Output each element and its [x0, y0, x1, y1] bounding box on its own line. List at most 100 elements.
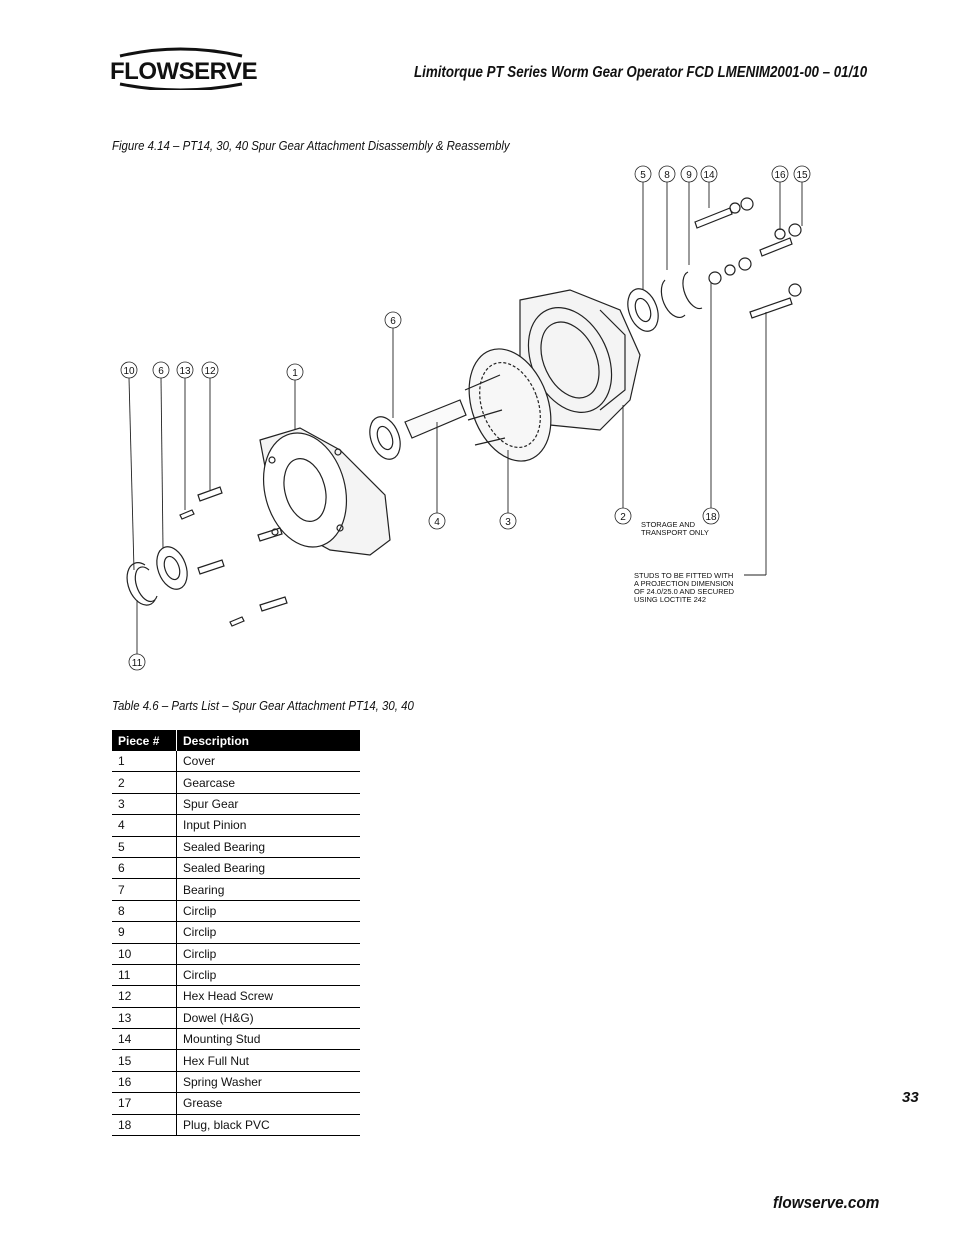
description-cell: Circlip — [176, 900, 360, 923]
footer-url: flowserve.com — [773, 1193, 880, 1212]
studs-note-line2: A PROJECTION DIMENSION — [634, 579, 734, 588]
left-bearing-part — [156, 546, 188, 590]
logo-swoosh-icon — [119, 47, 243, 90]
studs-nuts-part — [694, 197, 802, 319]
header-piece: Piece # — [112, 730, 177, 751]
figure-caption: Figure 4.14 – PT14, 30, 40 Spur Gear Att… — [112, 138, 510, 153]
studs-note-line3: OF 24.0/25.0 AND SECURED — [634, 587, 735, 596]
diagram-notes: STORAGE AND TRANSPORT ONLY STUDS TO BE F… — [634, 520, 735, 604]
callout-6-left: 6 — [158, 366, 164, 377]
piece-number-cell: 11 — [112, 964, 177, 987]
storage-note-line2: TRANSPORT ONLY — [641, 528, 709, 537]
piece-number-cell: 17 — [112, 1092, 177, 1115]
description-cell: Sealed Bearing — [176, 857, 360, 880]
callout-9: 9 — [686, 170, 692, 181]
description-cell: Spring Washer — [176, 1071, 360, 1094]
callout-18: 18 — [705, 512, 717, 523]
sealed-bearing-part — [369, 416, 401, 460]
callout-labels: 5 8 9 14 16 15 6 10 6 13 12 1 4 3 2 18 1… — [120, 165, 811, 671]
piece-number-cell: 8 — [112, 900, 177, 923]
piece-number-cell: 5 — [112, 836, 177, 858]
callout-10: 10 — [123, 366, 135, 377]
studs-note-line1: STUDS TO BE FITTED WITH — [634, 571, 733, 580]
description-cell: Gearcase — [176, 771, 360, 794]
callout-6-top: 6 — [390, 316, 396, 327]
callout-16: 16 — [774, 170, 786, 181]
spur-gear-part — [464, 348, 552, 462]
callout-3: 3 — [505, 517, 511, 528]
description-cell: Circlip — [176, 964, 360, 987]
description-cell: Input Pinion — [176, 814, 360, 837]
callout-8: 8 — [664, 170, 670, 181]
callout-15: 15 — [796, 170, 808, 181]
piece-number-cell: 18 — [112, 1114, 177, 1137]
studs-note-line4: USING LOCTITE 242 — [634, 595, 706, 604]
piece-number-cell: 7 — [112, 878, 177, 901]
description-cell: Hex Head Screw — [176, 985, 360, 1008]
callout-5: 5 — [640, 170, 646, 181]
leader-lines — [128, 182, 803, 655]
description-cell: Circlip — [176, 921, 360, 944]
piece-number-cell: 16 — [112, 1071, 177, 1094]
description-cell: Grease — [176, 1092, 360, 1115]
description-cell: Circlip — [176, 943, 360, 965]
piece-number-cell: 13 — [112, 1007, 177, 1030]
logo-text: FLOWSERVE — [110, 58, 258, 85]
piece-number-cell: 6 — [112, 857, 177, 880]
description-cell: Spur Gear — [176, 793, 360, 816]
callout-12: 12 — [204, 366, 216, 377]
flowserve-logo: FLOWSERVE — [110, 40, 258, 90]
table-caption: Table 4.6 – Parts List – Spur Gear Attac… — [112, 698, 414, 713]
piece-number-cell: 15 — [112, 1049, 177, 1072]
piece-number-cell: 10 — [112, 943, 177, 965]
dowels-part — [179, 509, 245, 627]
piece-number-cell: 1 — [112, 751, 177, 773]
callout-11: 11 — [132, 658, 143, 669]
piece-number-cell: 14 — [112, 1028, 177, 1051]
piece-number-cell: 3 — [112, 793, 177, 816]
description-cell: Plug, black PVC — [176, 1114, 360, 1137]
document-header-title: Limitorque PT Series Worm Gear Operator … — [414, 64, 868, 81]
piece-number-cell: 2 — [112, 771, 177, 794]
table-header-row: Piece # Description — [112, 730, 360, 751]
callout-4: 4 — [434, 517, 440, 528]
description-cell: Mounting Stud — [176, 1028, 360, 1051]
exploded-assembly-diagram: 5 8 9 14 16 15 6 10 6 13 12 1 4 3 2 18 1… — [120, 165, 811, 671]
callout-2: 2 — [620, 512, 626, 523]
circlip-part — [126, 562, 158, 606]
cover-part — [259, 427, 391, 556]
upper-bearing-part — [627, 271, 703, 332]
piece-number-cell: 12 — [112, 985, 177, 1008]
description-cell: Sealed Bearing — [176, 836, 360, 858]
input-pinion-part — [404, 399, 467, 439]
hex-screws-part — [197, 486, 288, 612]
piece-number-cell: 4 — [112, 814, 177, 837]
description-cell: Dowel (H&G) — [176, 1007, 360, 1030]
description-cell: Bearing — [176, 878, 360, 901]
page-number: 33 — [902, 1089, 919, 1106]
description-cell: Hex Full Nut — [176, 1049, 360, 1072]
callout-13: 13 — [179, 366, 191, 377]
storage-note-line1: STORAGE AND — [641, 520, 696, 529]
header-description: Description — [176, 730, 360, 751]
